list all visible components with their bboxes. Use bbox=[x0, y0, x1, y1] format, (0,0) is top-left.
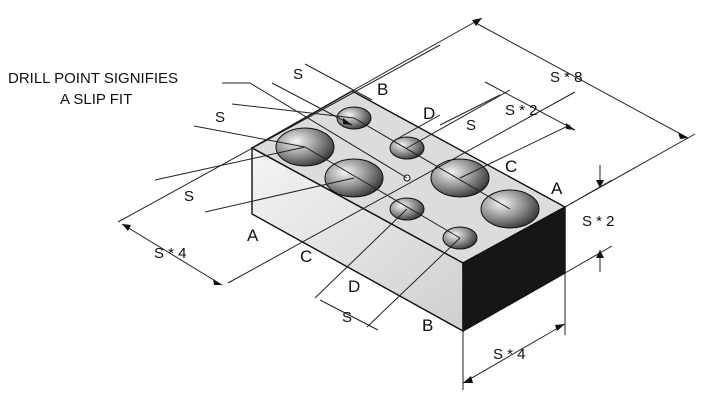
dim-s-top: S bbox=[293, 66, 303, 83]
section-lines bbox=[117, 44, 576, 284]
dim-s-left-top: S bbox=[215, 109, 225, 126]
drill-note-line2: A SLIP FIT bbox=[60, 91, 132, 108]
label-b-bottom: B bbox=[422, 316, 433, 335]
drill-note-line1: DRILL POINT SIGNIFIES bbox=[8, 70, 178, 87]
label-c-right: C bbox=[505, 157, 517, 176]
arrowheads bbox=[122, 18, 688, 383]
label-c-left: C bbox=[300, 247, 312, 266]
label-d-top: D bbox=[423, 104, 435, 123]
dim-s4-bottom: S * 4 bbox=[493, 346, 526, 363]
label-a-right: A bbox=[551, 179, 563, 198]
dim-s2-top: S * 2 bbox=[505, 102, 538, 119]
dimension-lines bbox=[121, 17, 696, 390]
dim-s-left-mid: S bbox=[184, 188, 194, 205]
label-b-top: B bbox=[377, 80, 388, 99]
dim-s-right-small: S bbox=[466, 117, 476, 134]
label-a-left: A bbox=[247, 226, 259, 245]
dim-s8: S * 8 bbox=[550, 69, 583, 86]
dim-s2-height: S * 2 bbox=[582, 213, 615, 230]
label-d-bottom: D bbox=[348, 277, 360, 296]
dim-s-bottom: S bbox=[342, 309, 352, 326]
dim-s4-left: S * 4 bbox=[154, 245, 187, 262]
